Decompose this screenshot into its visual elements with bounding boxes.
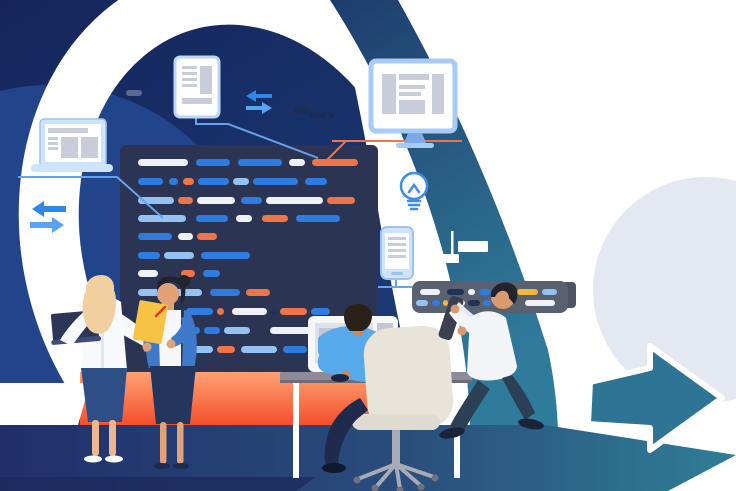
code-bar [186, 308, 213, 315]
big-arrow-icon [585, 343, 725, 453]
code-bar [468, 289, 475, 295]
code-bar [327, 197, 355, 204]
code-bar [138, 178, 163, 185]
connector-line-tablet [195, 116, 319, 159]
code-bar [204, 327, 220, 334]
phone-icon [380, 226, 414, 280]
code-bar [238, 159, 282, 166]
code-bar [233, 178, 249, 185]
floor-shadow-strip [0, 477, 316, 491]
tablet-icon [173, 55, 221, 119]
code-bar [253, 178, 298, 185]
code-bar [169, 178, 178, 185]
person-standing-man [438, 282, 544, 439]
code-bar [164, 252, 194, 259]
code-bar [138, 252, 160, 259]
code-bar [138, 233, 172, 240]
code-bar [542, 289, 557, 295]
code-bar [183, 178, 194, 185]
code-bar [296, 215, 340, 222]
code-bar [138, 159, 188, 166]
code-bar [196, 215, 228, 222]
grey-circle [593, 177, 736, 403]
code-bar [197, 197, 235, 204]
code-bar [197, 233, 217, 240]
code-bar [198, 178, 229, 185]
person-blonde-woman [50, 274, 157, 463]
code-bar [517, 289, 538, 295]
sitting-man-legs [322, 398, 368, 473]
code-bar [262, 215, 288, 222]
code-bar [232, 308, 267, 315]
code-bar [241, 346, 277, 353]
code-bar [525, 300, 555, 306]
code-bar [432, 300, 440, 306]
code-bar [138, 215, 186, 222]
code-bar [224, 327, 250, 334]
code-bar [203, 270, 220, 277]
mini-window-icon [434, 231, 488, 263]
code-bar [178, 233, 193, 240]
code-bar [270, 327, 317, 334]
laptop-icon [31, 118, 113, 172]
code-bar [479, 289, 491, 295]
code-bar [483, 300, 491, 306]
code-bar [217, 308, 224, 315]
code-bar [468, 300, 480, 306]
code-bar [138, 270, 158, 277]
code-bar [312, 159, 358, 166]
console-icon [294, 108, 334, 118]
code-bar [447, 289, 464, 295]
mouse [331, 374, 349, 382]
code-bar [236, 215, 252, 222]
code-bar [280, 308, 307, 315]
monitor-icon [368, 58, 458, 148]
code-bar [416, 300, 428, 306]
dash-icon [126, 90, 142, 96]
transfer-arrows-icon-left [30, 201, 66, 233]
code-bar [217, 346, 235, 353]
connector-line-monitor-diag [325, 140, 347, 162]
connector-line-laptop [18, 176, 164, 219]
white-strip [0, 383, 90, 425]
code-bar [196, 159, 230, 166]
code-bar [246, 289, 270, 296]
code-bar [178, 197, 193, 204]
lightbulb-icon [399, 171, 429, 211]
person-brunette-woman [133, 275, 197, 469]
office-chair [352, 325, 454, 491]
code-bar [210, 289, 240, 296]
floating-code-panel [412, 281, 568, 313]
code-bar [138, 197, 174, 204]
code-bar [201, 252, 250, 259]
transfer-arrows-icon-top [246, 90, 272, 114]
code-bar [420, 289, 440, 295]
code-bar [289, 159, 305, 166]
code-bar [305, 178, 327, 185]
code-bar [311, 308, 330, 315]
code-bar [283, 346, 307, 353]
code-bar [266, 197, 323, 204]
code-bar [241, 197, 262, 204]
floor [0, 425, 736, 491]
code-bar [443, 300, 448, 306]
code-bar [271, 308, 277, 315]
